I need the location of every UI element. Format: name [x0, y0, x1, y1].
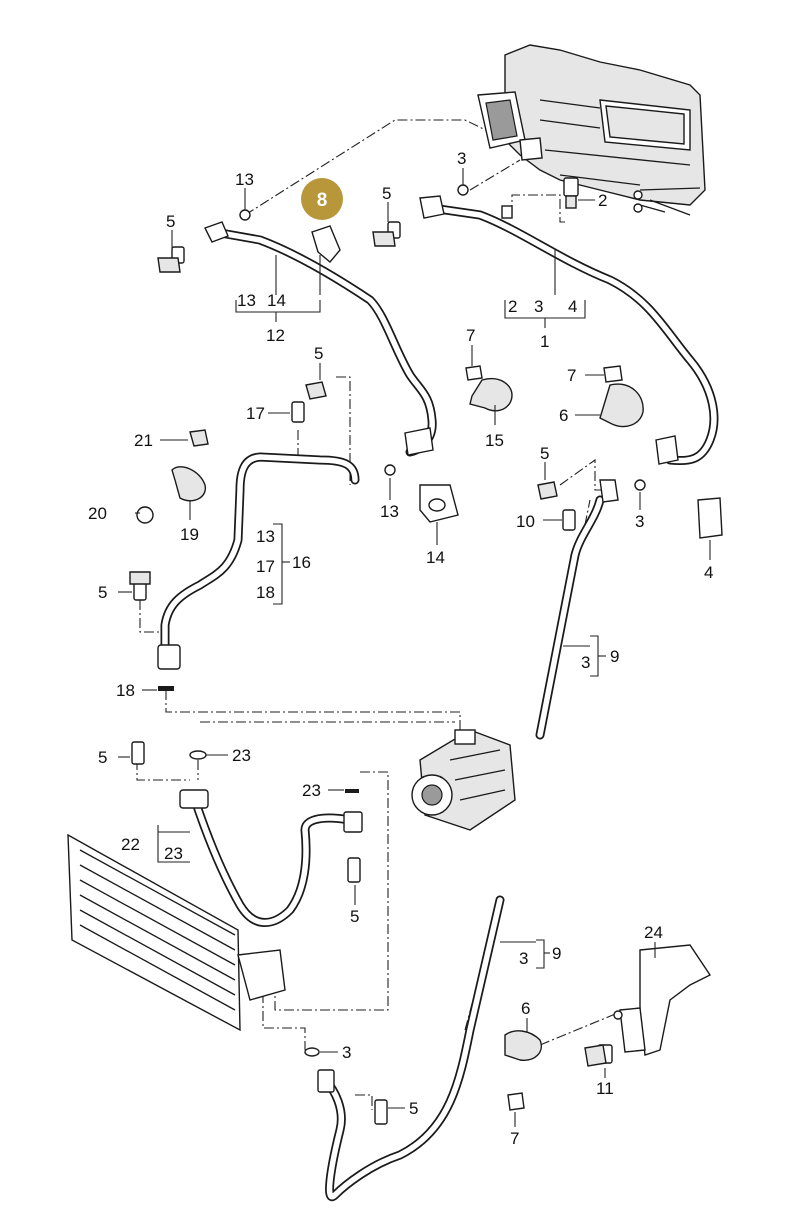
callout-7-b: 7: [567, 366, 576, 385]
callout-18-bracket: 18: [256, 583, 275, 602]
callout-15: 15: [485, 431, 504, 450]
callout-17: 17: [246, 404, 265, 423]
callout-4-group: 4: [568, 297, 577, 316]
callout-5-left: 5: [98, 583, 107, 602]
callout-7-a: 7: [466, 326, 475, 345]
evaporator-housing: [477, 44, 706, 216]
callout-9: 9: [610, 647, 619, 666]
callout-5-top-center: 5: [382, 184, 391, 203]
small-parts: [67, 177, 723, 1125]
callout-24: 24: [644, 923, 663, 942]
condenser: [67, 833, 286, 1032]
group-brackets: [157, 250, 606, 969]
callout-labels: 13 5 13 14 12 3 5 2 2 3 4 1 5 17 21 7 15…: [88, 149, 713, 1148]
callout-13-bracket: 13: [256, 527, 275, 546]
callout-7-bottom: 7: [510, 1129, 519, 1148]
callout-5-right: 5: [540, 444, 549, 463]
callout-5-mid: 5: [314, 344, 323, 363]
callout-3-lower: 3: [342, 1043, 351, 1062]
callout-19: 19: [180, 525, 199, 544]
callout-3-bracket: 3: [581, 653, 590, 672]
callout-3-group: 3: [534, 297, 543, 316]
callout-10: 10: [516, 512, 535, 531]
callout-4-right: 4: [704, 563, 713, 582]
highlighted-part-badge[interactable]: 8: [301, 178, 343, 220]
callout-20: 20: [88, 504, 107, 523]
callout-5-bottom: 5: [409, 1099, 418, 1118]
callout-5-top-left: 5: [166, 212, 175, 231]
leader-lines: [118, 168, 711, 1127]
callout-6-b: 6: [521, 999, 530, 1018]
callout-17-bracket: 17: [256, 557, 275, 576]
bolt-top-left: [157, 246, 185, 273]
callout-3-right: 3: [635, 512, 644, 531]
bolt-top-center: [372, 221, 401, 247]
compressor: [411, 729, 516, 831]
callout-14-group: 14: [267, 291, 286, 310]
callout-23-a: 23: [232, 746, 251, 765]
callout-12: 12: [266, 326, 285, 345]
callout-21: 21: [134, 431, 153, 450]
callout-16: 16: [292, 553, 311, 572]
callout-5-lower-2: 5: [350, 907, 359, 926]
callout-11: 11: [596, 1079, 614, 1098]
callout-13-mid: 13: [380, 502, 399, 521]
highlight-label: 8: [317, 190, 328, 211]
callout-14-mid: 14: [426, 548, 445, 567]
callout-6-a: 6: [559, 406, 568, 425]
callout-3-top: 3: [457, 149, 466, 168]
callout-13-top: 13: [235, 170, 254, 189]
callout-1: 1: [540, 332, 549, 351]
callout-5-lower: 5: [98, 748, 107, 767]
pressure-switch: [563, 177, 579, 209]
refrigerant-hoses: [160, 203, 719, 1202]
callout-18: 18: [116, 681, 135, 700]
callout-13-group: 13: [237, 291, 256, 310]
callout-22: 22: [121, 835, 140, 854]
callout-9-lower: 9: [552, 944, 561, 963]
callout-3-bracket-2: 3: [519, 949, 528, 968]
bracket: [619, 944, 712, 1056]
callout-23-group: 23: [164, 844, 183, 863]
callout-23-b: 23: [302, 781, 321, 800]
callout-2: 2: [598, 191, 607, 210]
callout-2-group: 2: [508, 297, 517, 316]
